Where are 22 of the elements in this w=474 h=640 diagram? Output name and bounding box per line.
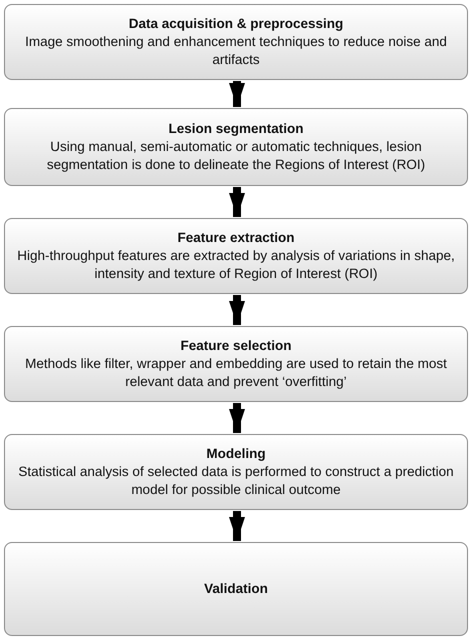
process-box xyxy=(4,108,468,186)
process-box xyxy=(4,326,468,402)
step-title: Data acquisition & preprocessing xyxy=(128,15,344,33)
step-title: Feature selection xyxy=(180,337,292,355)
step-title: Validation xyxy=(204,580,268,598)
step-description: Statistical analysis of selected data is performed to construct a prediction model for possible clinical outcome xyxy=(17,463,455,499)
step-title: Modeling xyxy=(206,445,266,463)
process-box xyxy=(4,4,468,80)
arrow xyxy=(229,81,245,107)
step-title: Lesion segmentation xyxy=(168,120,304,138)
process-box xyxy=(4,542,468,636)
step-description: Methods like filter, wrapper and embedding are used to retain the most relevant data and prevent ‘overfitting’ xyxy=(24,355,448,391)
arrow xyxy=(229,403,245,433)
arrow xyxy=(229,295,245,325)
step-description: Using manual, semi-automatic or automatic techniques, lesion segmentation is done to delineate the Regions of Interest (ROI) xyxy=(46,138,426,174)
step-description: Image smoothening and enhancement techniques to reduce noise and artifacts xyxy=(24,33,448,69)
step-description: High-throughput features are extracted by analysis of variations in shape, intensity and texture of Region of Interest (ROI) xyxy=(16,247,456,283)
arrow xyxy=(229,511,245,541)
process-box xyxy=(4,434,468,510)
arrow xyxy=(229,187,245,217)
step-title: Feature extraction xyxy=(177,229,295,247)
process-box xyxy=(4,218,468,294)
